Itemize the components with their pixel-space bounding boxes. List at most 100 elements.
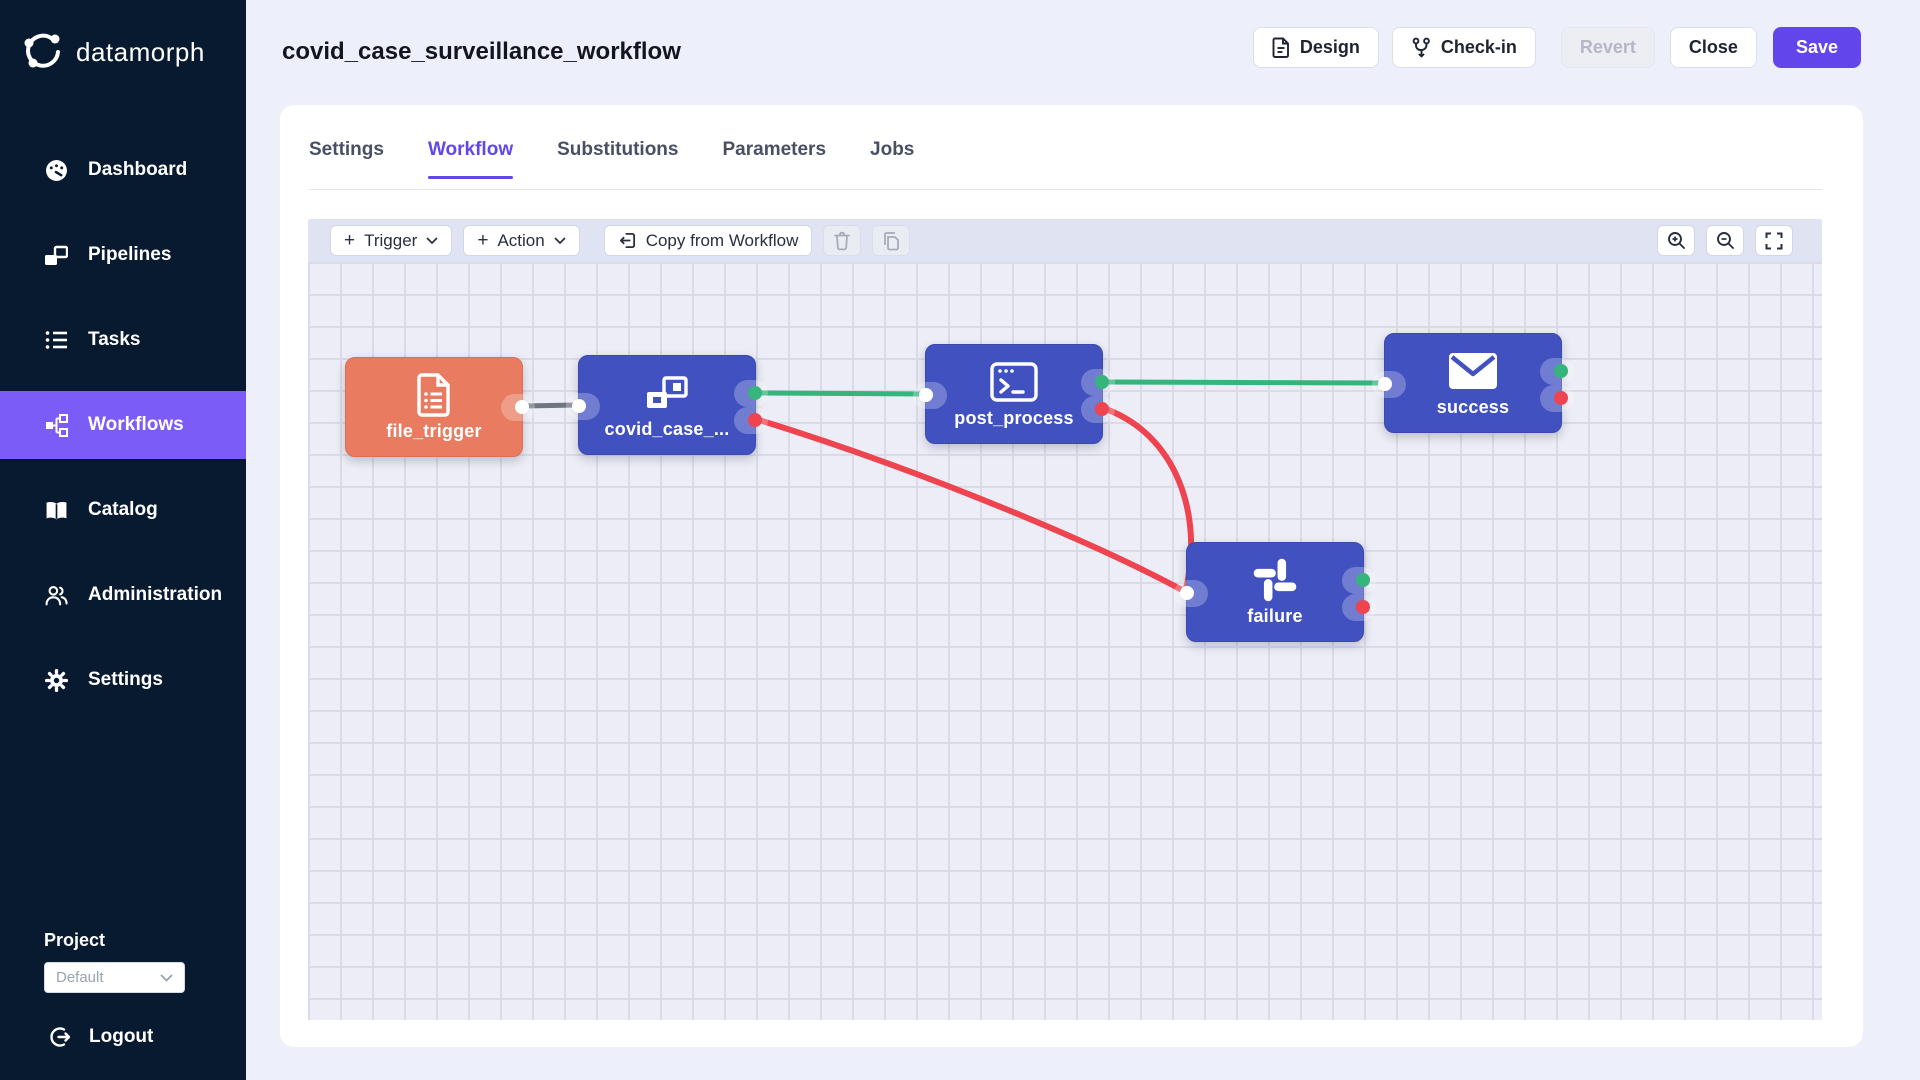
tabs-divider <box>308 189 1822 190</box>
plus-icon: + <box>344 230 356 251</box>
trash-icon <box>833 231 851 251</box>
workflows-icon <box>44 413 68 437</box>
success-port[interactable] <box>1540 358 1574 385</box>
failure-port[interactable] <box>1540 385 1574 412</box>
git-branch-icon <box>1411 37 1431 58</box>
save-button[interactable]: Save <box>1772 27 1861 68</box>
node-label: failure <box>1247 606 1303 626</box>
failure-port[interactable] <box>1081 396 1115 423</box>
brand-logo: datamorph <box>20 30 205 74</box>
tab-settings[interactable]: Settings <box>309 139 384 160</box>
sidebar-item-label: Settings <box>88 669 163 690</box>
tasks-icon <box>44 329 68 351</box>
canvas-toolbar: + Trigger + Action Copy from Workflow <box>308 219 1822 262</box>
sidebar-item-workflows[interactable]: Workflows <box>0 391 246 459</box>
chevron-down-icon <box>160 973 173 982</box>
gauge-icon <box>44 159 68 182</box>
edge-post-process-to-failure[interactable] <box>1100 405 1195 592</box>
success-port[interactable] <box>1081 369 1115 396</box>
checkin-button[interactable]: Check-in <box>1391 27 1536 68</box>
success-port[interactable] <box>1342 567 1376 594</box>
logout-icon <box>50 1026 72 1048</box>
node-label: post_process <box>954 408 1074 428</box>
plus-icon: + <box>477 230 489 251</box>
copy-from-workflow-label: Copy from Workflow <box>645 230 799 250</box>
input-port[interactable] <box>566 393 600 420</box>
sidebar-item-pipelines[interactable]: Pipelines <box>0 221 246 289</box>
tab-jobs[interactable]: Jobs <box>870 139 915 160</box>
tab-workflow[interactable]: Workflow <box>427 139 514 179</box>
terminal-icon <box>990 358 1038 406</box>
pipelines-icon <box>44 244 68 267</box>
design-icon <box>1272 37 1290 58</box>
tab-substitutions[interactable]: Substitutions <box>557 139 679 160</box>
close-button[interactable]: Close <box>1669 27 1757 68</box>
sidebar-item-tasks[interactable]: Tasks <box>0 306 246 374</box>
project-select[interactable]: Default <box>44 962 185 993</box>
copy-from-workflow-button[interactable]: Copy from Workflow <box>603 225 813 256</box>
design-button-label: Design <box>1299 37 1360 57</box>
edge-post-process-to-success[interactable] <box>1100 379 1387 386</box>
add-action-button[interactable]: + Action <box>463 225 580 256</box>
failure-port[interactable] <box>734 407 768 434</box>
slack-icon <box>1252 556 1298 604</box>
duplicate-icon <box>882 231 901 251</box>
chevron-down-icon <box>554 237 566 244</box>
sidebar-item-label: Tasks <box>88 329 141 350</box>
project-label: Project <box>44 930 106 950</box>
mail-icon <box>1448 347 1498 395</box>
sidebar-item-settings[interactable]: Settings <box>0 646 246 714</box>
save-button-label: Save <box>1795 37 1838 57</box>
add-trigger-label: Trigger <box>364 230 418 250</box>
success-port[interactable] <box>734 380 768 407</box>
brand-name: datamorph <box>76 36 205 67</box>
logout-button[interactable]: Logout <box>50 1026 153 1048</box>
failure-port[interactable] <box>1342 594 1376 621</box>
sidebar-nav: Dashboard Pipelines Tasks <box>0 136 246 731</box>
close-button-label: Close <box>1688 37 1738 57</box>
zoom-out-button[interactable] <box>1706 225 1744 256</box>
input-port[interactable] <box>913 382 947 409</box>
sidebar-item-label: Administration <box>88 584 223 605</box>
administration-icon <box>44 584 68 606</box>
sidebar-item-label: Catalog <box>88 499 158 520</box>
edge-covid-case-to-failure[interactable] <box>753 416 1187 594</box>
node-label: file_trigger <box>386 421 482 441</box>
workflow-node-covid-case[interactable]: covid_case_... <box>566 355 768 455</box>
revert-button[interactable]: Revert <box>1560 27 1655 68</box>
design-button[interactable]: Design <box>1252 27 1379 68</box>
workflow-node-file-trigger[interactable]: file_trigger <box>345 357 535 457</box>
page-title: covid_case_surveillance_workflow <box>282 38 681 65</box>
delete-node-button[interactable] <box>823 225 862 256</box>
file-icon <box>414 371 454 419</box>
tab-parameters[interactable]: Parameters <box>722 139 827 160</box>
main-area: covid_case_surveillance_workflow Design <box>246 0 1920 1080</box>
add-trigger-button[interactable]: + Trigger <box>330 225 453 256</box>
fullscreen-button[interactable] <box>1755 225 1793 256</box>
edge-covid-case-to-post-process[interactable] <box>753 390 928 397</box>
sidebar-item-catalog[interactable]: Catalog <box>0 476 246 544</box>
input-port[interactable] <box>1372 371 1406 398</box>
import-icon <box>618 231 637 250</box>
logout-label: Logout <box>89 1026 154 1047</box>
zoom-in-button[interactable] <box>1657 225 1695 256</box>
sidebar-item-dashboard[interactable]: Dashboard <box>0 136 246 204</box>
workflow-node-success[interactable]: success <box>1372 333 1574 433</box>
sidebar-item-administration[interactable]: Administration <box>0 561 246 629</box>
input-port[interactable] <box>1174 580 1208 607</box>
workflow-node-failure[interactable]: failure <box>1174 542 1376 642</box>
zoom-out-icon <box>1716 231 1735 250</box>
workflow-editor-card: Settings Workflow Substitutions Paramete… <box>280 105 1863 1047</box>
workflow-canvas[interactable]: file_trigger covid_case_... <box>308 262 1822 1020</box>
output-port[interactable] <box>501 394 535 421</box>
edge-file-trigger-to-covid-case[interactable] <box>520 402 581 409</box>
pipeline-icon <box>645 369 689 417</box>
datamorph-logo-icon <box>20 30 64 74</box>
tab-bar: Settings Workflow Substitutions Paramete… <box>309 139 915 179</box>
duplicate-node-button[interactable] <box>872 225 911 256</box>
chevron-down-icon <box>426 237 438 244</box>
add-action-label: Action <box>497 230 545 250</box>
workflow-node-post-process[interactable]: post_process <box>913 344 1115 444</box>
sidebar: datamorph Dashboard Pipel <box>0 0 246 1080</box>
node-label: covid_case_... <box>604 419 730 439</box>
